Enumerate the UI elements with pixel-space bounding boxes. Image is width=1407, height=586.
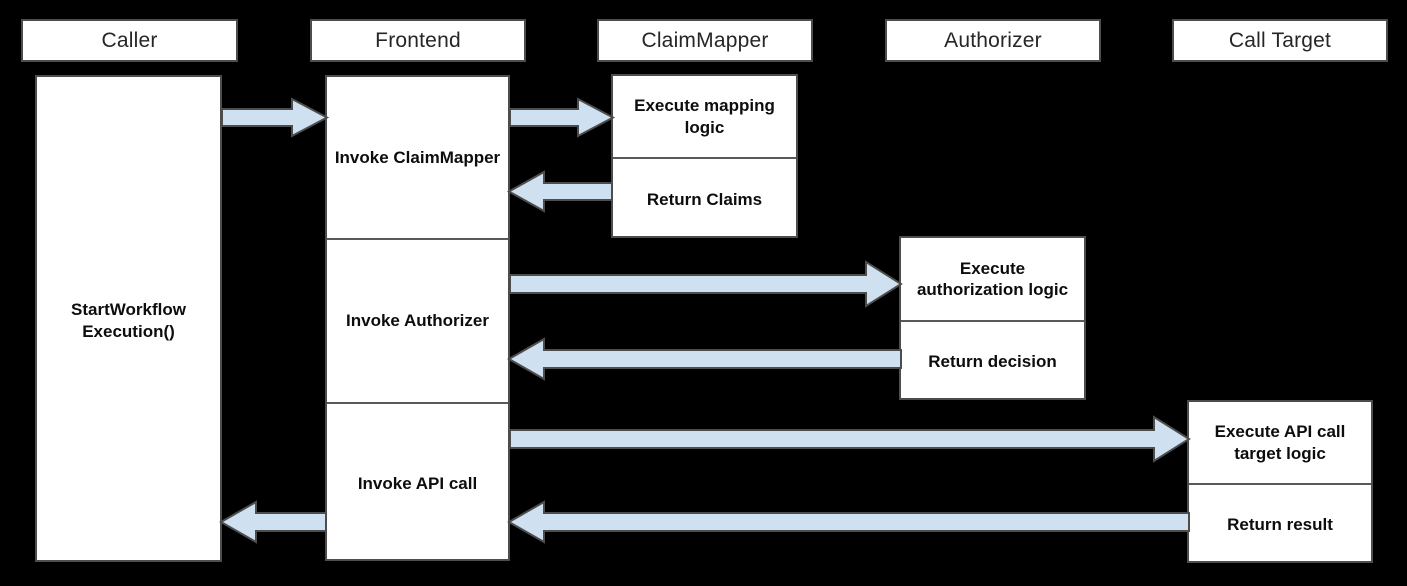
message-arrow-return-caller [218,500,327,544]
lifeline-header-caller: Caller [21,19,238,62]
activation-calltarget: Execute API call target logic Return res… [1187,400,1373,563]
activation-frontend: Invoke ClaimMapper Invoke Authorizer Inv… [325,75,510,561]
activation-label-execute-mapping-logic: Execute mapping logic [634,96,775,137]
activation-label-invoke-authorizer: Invoke Authorizer [346,311,489,331]
message-arrow-start-workflow [221,97,330,138]
lifeline-label-frontend: Frontend [375,28,461,52]
activation-segment-execute-api-call-target-logic: Execute API call target logic [1189,402,1371,483]
activation-segment-start-workflow: StartWorkflow Execution() [37,77,220,564]
activation-label-invoke-claimmapper: Invoke ClaimMapper [334,147,501,167]
activation-label-execute-authorization-logic: Execute authorization logic [916,258,1069,299]
activation-authorizer: Execute authorization logic Return decis… [899,236,1086,400]
activation-label-start-workflow: StartWorkflow Execution() [71,300,186,341]
message-arrow-return-decision [506,337,902,381]
activation-segment-execute-mapping-logic: Execute mapping logic [613,76,796,157]
activation-label-execute-api-call-target-logic: Execute API call target logic [1214,422,1346,463]
message-arrow-invoke-api-call [509,415,1191,463]
lifeline-label-caller: Caller [101,28,158,52]
activation-label-invoke-api-call: Invoke API call [357,473,478,493]
lifeline-label-calltarget: Call Target [1228,28,1332,52]
activation-segment-invoke-authorizer: Invoke Authorizer [327,238,508,402]
activation-segment-return-decision: Return decision [901,320,1084,402]
activation-segment-invoke-claimmapper: Invoke ClaimMapper [327,77,508,238]
message-arrow-invoke-authorizer [509,260,903,308]
activation-claimmapper: Execute mapping logic Return Claims [611,74,798,238]
lifeline-header-frontend: Frontend [310,19,526,62]
activation-label-return-decision: Return decision [928,352,1057,372]
activation-segment-return-result: Return result [1189,483,1371,565]
activation-segment-execute-authorization-logic: Execute authorization logic [901,238,1084,320]
message-arrow-invoke-claimmapper [509,97,616,138]
lifeline-header-claimmapper: ClaimMapper [597,19,813,62]
lifeline-label-claimmapper: ClaimMapper [641,28,769,52]
activation-caller: StartWorkflow Execution() [35,75,222,562]
activation-label-return-result: Return result [1227,515,1333,535]
activation-segment-invoke-api-call: Invoke API call [327,402,508,563]
lifeline-label-authorizer: Authorizer [944,28,1042,52]
activation-segment-return-claims: Return Claims [613,157,796,240]
message-arrow-return-claims [506,170,613,213]
activation-label-return-claims: Return Claims [646,189,763,209]
lifeline-header-calltarget: Call Target [1172,19,1388,62]
lifeline-header-authorizer: Authorizer [885,19,1101,62]
message-arrow-return-result [506,500,1190,544]
